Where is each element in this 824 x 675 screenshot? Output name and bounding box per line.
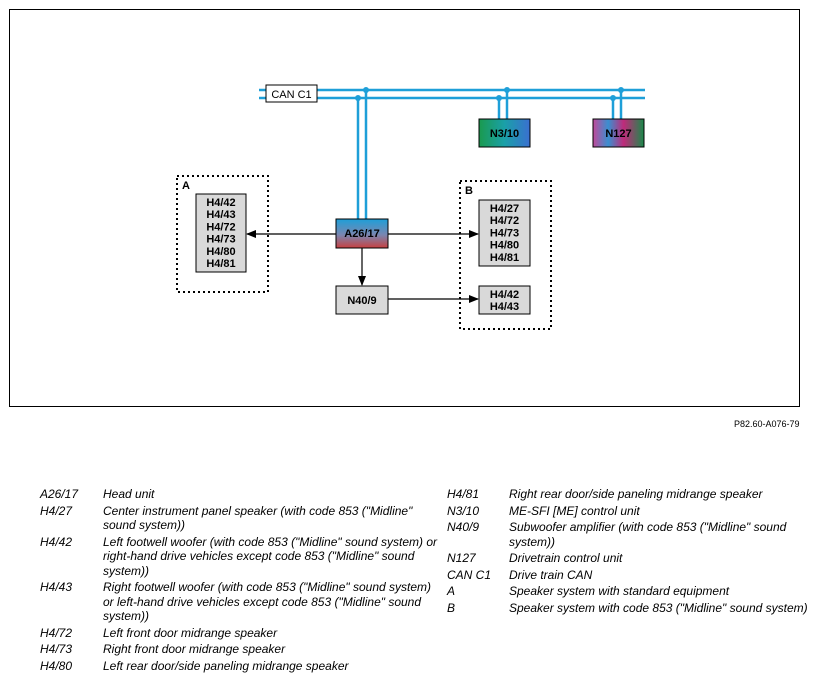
node-a26-17 bbox=[335, 218, 389, 249]
legend-row: N40/9 Subwoofer amplifier (with code 853 … bbox=[447, 520, 822, 549]
legend-code: H4/80 bbox=[40, 658, 73, 673]
legend-description: Head unit bbox=[103, 487, 155, 501]
legend-description: Left front door midrange speaker bbox=[103, 625, 278, 640]
legend-code: H4/81 bbox=[447, 487, 480, 501]
group-a-modules-box bbox=[195, 193, 247, 273]
module-label: H4/73 bbox=[490, 227, 519, 239]
legend-code: A bbox=[447, 584, 456, 598]
module-label: H4/72 bbox=[206, 221, 235, 233]
legend-code: A26/17 bbox=[40, 487, 79, 501]
group-b-label: B bbox=[465, 185, 473, 197]
legend-description: Left rear door/side paneling midrange sp… bbox=[103, 658, 349, 673]
legend-code: H4/73 bbox=[40, 642, 73, 656]
module-label: H4/80 bbox=[490, 240, 519, 252]
can-bus bbox=[259, 88, 645, 219]
module-label: H4/80 bbox=[206, 246, 235, 258]
group-a-border bbox=[176, 175, 269, 293]
legend-row: H4/27 Center instrument panel speaker (wi… bbox=[40, 504, 440, 533]
legend-row: H4/81 Right rear door/side paneling midra… bbox=[447, 487, 822, 502]
signal-arrows bbox=[246, 230, 479, 303]
legend-description: Right footwell woofer (with code 853 ("M… bbox=[103, 580, 431, 623]
node-n3-10 bbox=[478, 118, 531, 148]
module-label: H4/81 bbox=[490, 252, 519, 264]
legend-code: H4/27 bbox=[40, 503, 73, 518]
legend-description: Drive train CAN bbox=[509, 567, 593, 582]
module-label: H4/73 bbox=[206, 234, 235, 246]
legend-row: H4/43 Right footwell woofer (with code 85… bbox=[40, 580, 440, 624]
legend-description: Speaker system with code 853 ("Midline" … bbox=[509, 600, 808, 615]
can-c1-label: CAN C1 bbox=[271, 89, 311, 101]
legend-code: B bbox=[447, 600, 456, 615]
module-label: H4/43 bbox=[206, 209, 235, 221]
legend-row: H4/72 Left front door midrange speaker bbox=[40, 626, 440, 641]
legend-code: H4/72 bbox=[40, 625, 73, 640]
legend-description: Drivetrain control unit bbox=[509, 551, 623, 565]
node-n127-label: N127 bbox=[605, 128, 631, 140]
legend-right: H4/81 Right rear door/side paneling midra… bbox=[447, 487, 822, 617]
legend-description: Subwoofer amplifier (with code 853 ("Mid… bbox=[509, 520, 787, 549]
legend-description: Center instrument panel speaker (with co… bbox=[103, 503, 413, 533]
legend-description: Speaker system with standard equipment bbox=[509, 584, 730, 598]
legend-code: N40/9 bbox=[447, 520, 480, 534]
node-n40-9-label: N40/9 bbox=[347, 295, 376, 307]
legend-code: H4/42 bbox=[40, 534, 73, 549]
legend-row: H4/80 Left rear door/side paneling midran… bbox=[40, 659, 440, 674]
node-a26-17-label: A26/17 bbox=[344, 228, 379, 240]
legend-code: CAN C1 bbox=[447, 567, 492, 582]
legend-code: N3/10 bbox=[447, 503, 480, 518]
module-label: H4/72 bbox=[490, 215, 519, 227]
node-n3-10-label: N3/10 bbox=[490, 128, 519, 140]
legend-code: H4/43 bbox=[40, 580, 73, 594]
group-b-top-box bbox=[478, 199, 531, 267]
legend-row: H4/42 Left footwell woofer (with code 853… bbox=[40, 535, 440, 579]
legend-row: B Speaker system with code 853 ("Midline"… bbox=[447, 601, 822, 616]
module-label: H4/43 bbox=[490, 301, 519, 313]
legend-row: N3/10 ME-SFI [ME] control unit bbox=[447, 504, 822, 519]
node-n127 bbox=[592, 118, 645, 148]
bus-junctions bbox=[355, 87, 624, 101]
legend-row: A Speaker system with standard equipment bbox=[447, 584, 822, 599]
legend-description: ME-SFI [ME] control unit bbox=[509, 503, 640, 518]
module-label: H4/42 bbox=[206, 197, 235, 209]
module-label: H4/42 bbox=[490, 289, 519, 301]
node-n40-9 bbox=[335, 285, 389, 315]
legend-row: H4/73 Right front door midrange speaker bbox=[40, 642, 440, 657]
module-label: H4/27 bbox=[490, 203, 519, 215]
figure-reference: P82.60-A076-79 bbox=[734, 419, 800, 429]
group-b-bottom-box bbox=[478, 285, 531, 315]
can-diagram: CAN C1 N3/10 N127 A26/17 N40/9 A H4/42H4… bbox=[176, 84, 645, 330]
group-a-label: A bbox=[182, 180, 190, 192]
legend-row: A26/17 Head unit bbox=[40, 487, 440, 502]
legend-code: N127 bbox=[447, 551, 476, 565]
legend-description: Right rear door/side paneling midrange s… bbox=[509, 487, 763, 501]
module-label: H4/81 bbox=[206, 258, 235, 270]
legend-description: Left footwell woofer (with code 853 ("Mi… bbox=[103, 534, 438, 578]
group-b-border bbox=[459, 180, 552, 330]
legend-row: N127 Drivetrain control unit bbox=[447, 551, 822, 566]
legend-description: Right front door midrange speaker bbox=[103, 642, 286, 656]
legend-row: CAN C1 Drive train CAN bbox=[447, 568, 822, 583]
can-c1-label-box bbox=[265, 84, 318, 103]
